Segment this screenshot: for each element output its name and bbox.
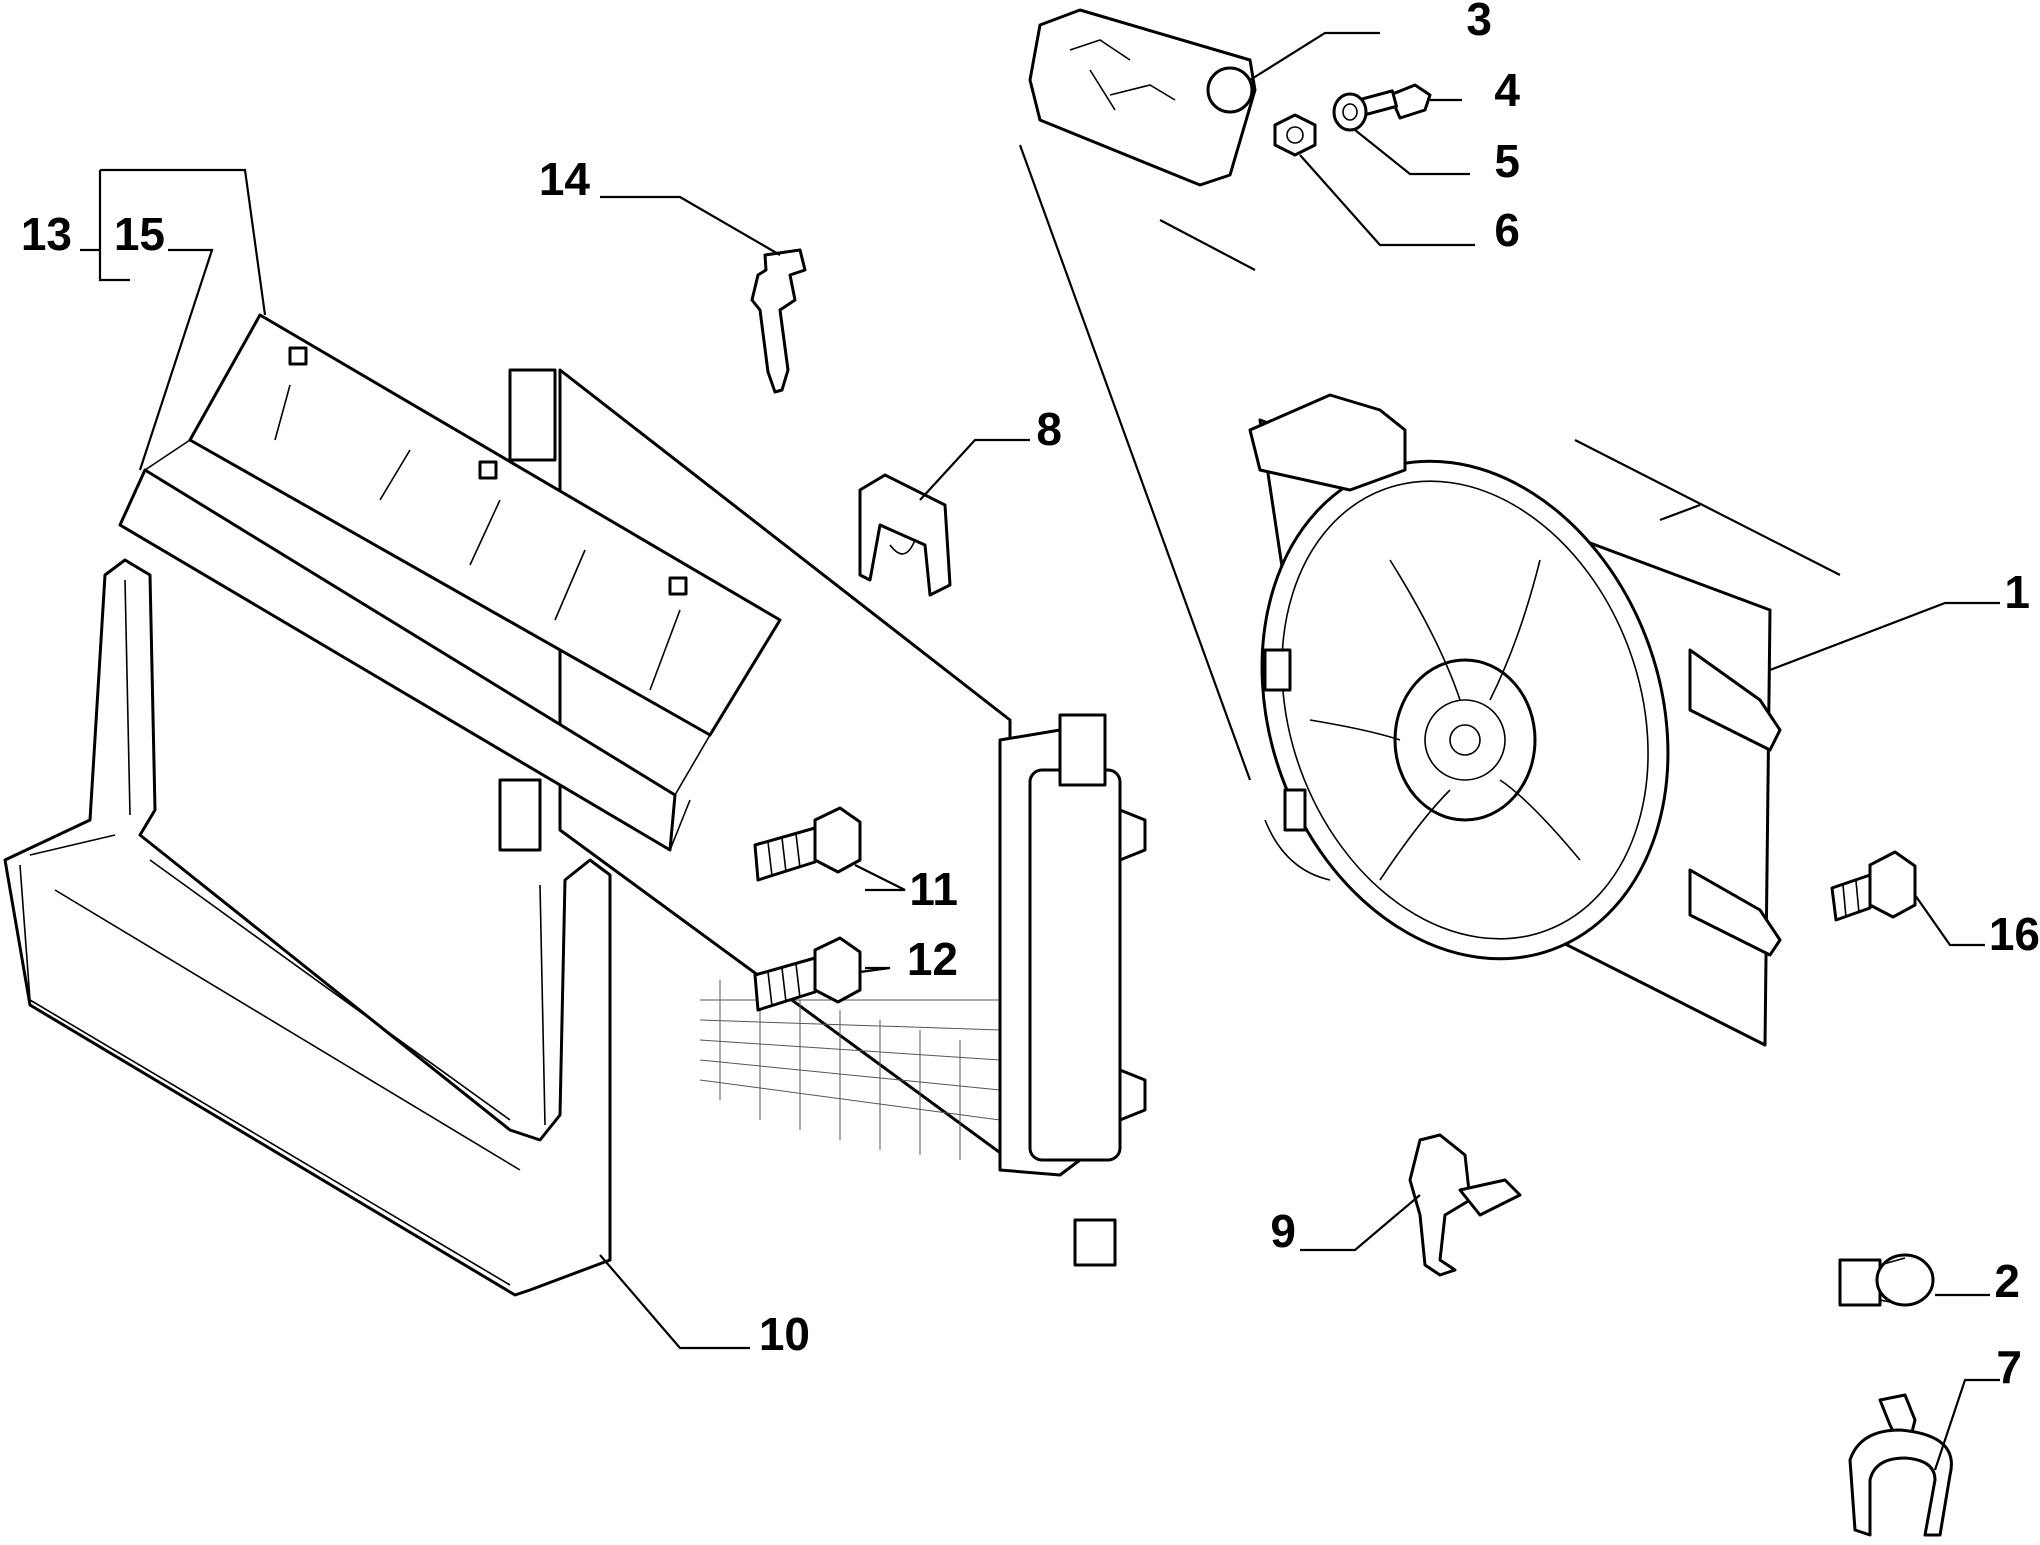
- callout-4: 4: [1494, 64, 1520, 116]
- callout-16: 16: [1989, 908, 2040, 960]
- bracket-9: [1408, 1133, 1522, 1277]
- leader-11: [854, 864, 906, 892]
- leader-16: [1914, 894, 1985, 947]
- fan-resistor: [1028, 8, 1257, 187]
- callout-6: 6: [1494, 204, 1520, 256]
- connector-2: [1838, 1253, 1935, 1307]
- callout-10: 10: [759, 1308, 810, 1360]
- callout-2: 2: [1994, 1255, 2020, 1307]
- callout-9: 9: [1270, 1205, 1296, 1257]
- callout-1: 1: [2004, 566, 2030, 618]
- clip-7: [1848, 1393, 1953, 1537]
- callout-5: 5: [1494, 135, 1520, 187]
- leader-15: [138, 248, 214, 471]
- leader-10: [599, 1254, 750, 1350]
- push-rivet-14: [750, 248, 807, 394]
- bolt-16: [1830, 850, 1917, 922]
- upper-air-deflector: [118, 313, 782, 852]
- leader-13: [80, 168, 267, 316]
- callout-7: 7: [1996, 1341, 2022, 1393]
- nut-6: [1273, 113, 1317, 157]
- callout-13: 13: [21, 208, 72, 260]
- callout-12: 12: [907, 933, 958, 985]
- bolt-4: [1357, 83, 1432, 120]
- leader-7: [1933, 1378, 2000, 1471]
- leader-3: [1249, 31, 1380, 81]
- clip-8: [858, 473, 952, 597]
- callout-15: 15: [114, 208, 165, 260]
- bolt-12: [753, 936, 862, 1012]
- callout-14: 14: [539, 153, 591, 205]
- leader-12: [859, 966, 891, 974]
- fan-assembly: [1248, 393, 1782, 1047]
- leader-lines: [80, 31, 2000, 1471]
- bolt-11: [753, 806, 862, 882]
- washer-5: [1332, 92, 1368, 132]
- callout-11: 11: [909, 863, 958, 915]
- leader-8: [919, 438, 1030, 501]
- leader-6: [1299, 154, 1475, 247]
- callout-3: 3: [1466, 0, 1492, 45]
- callout-8: 8: [1036, 403, 1062, 455]
- callout-labels: 1 2 3 4 5 6 7 8 9 10 11 12 13 14 15 16: [21, 0, 2040, 1393]
- leader-1: [1769, 601, 2000, 672]
- lower-air-shroud: [3, 558, 612, 1297]
- leader-9: [1300, 1194, 1421, 1252]
- leader-14: [600, 195, 781, 256]
- leader-5: [1354, 129, 1470, 176]
